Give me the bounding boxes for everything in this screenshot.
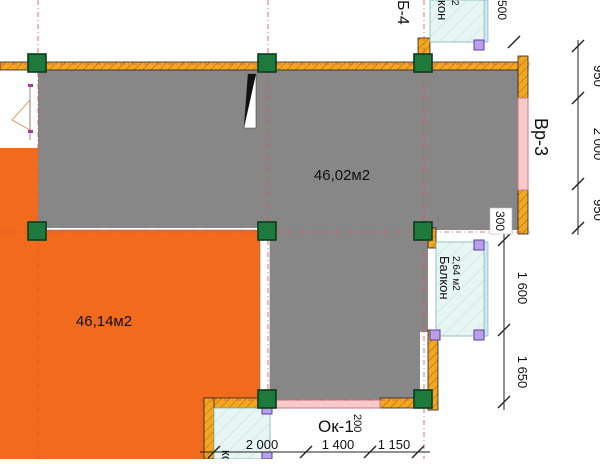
dim-right-inner-t1 [497, 233, 511, 247]
balcony-right-label: Балкон [437, 256, 452, 300]
dim-wall-right-box [489, 207, 513, 235]
balcony-top-area-label: 2 [449, 0, 460, 6]
balcony-right-rail [483, 241, 489, 337]
wall-bottom-left-v [203, 397, 215, 460]
dim-bottom-t3 [363, 445, 377, 459]
dim-bottom-small: 200 [351, 414, 363, 432]
dim-right-top-t [507, 35, 521, 49]
balcony-top-label: кон [435, 0, 450, 20]
balcony-post-1 [473, 39, 485, 51]
column-4 [27, 221, 47, 241]
dim-right-outer-3: 950 [591, 199, 600, 221]
balcony-post-3 [473, 329, 485, 341]
room-left-area: 46,14м2 [76, 313, 132, 330]
dim-bottom-3: 1 150 [378, 437, 411, 452]
room-left-fill [0, 148, 38, 459]
column-5 [257, 221, 277, 241]
dim-right-inner-1: 1 600 [515, 272, 530, 305]
column-8 [413, 389, 433, 409]
left-door-mark-2 [28, 130, 33, 133]
balcony-right-area [435, 241, 487, 337]
dim-bottom-t2 [299, 445, 313, 459]
dim-top-small: 500 [495, 0, 509, 20]
balcony-post-4 [429, 329, 441, 341]
dim-right-inner-2: 1 650 [515, 356, 530, 389]
column-2 [257, 53, 277, 73]
vent-shaft-dark [244, 74, 256, 128]
left-door-swing [11, 98, 31, 131]
room-left-partition-v [259, 227, 271, 399]
balcony-bottom-label: кон [219, 450, 234, 459]
dim-bottom-2: 1 400 [322, 437, 355, 452]
column-1 [27, 53, 47, 73]
partial-top-label: Б-4 [394, 0, 411, 25]
door-vr3-label: Вр-3 [531, 118, 551, 156]
dim-right-outer-t3 [571, 177, 585, 191]
balcony-bottom-area [213, 407, 271, 460]
column-3 [413, 53, 433, 73]
column-7 [257, 389, 277, 409]
balcony-top-rail [483, 0, 489, 43]
room-main-area: 46,02м2 [314, 167, 370, 184]
dim-bottom-t4 [411, 445, 425, 459]
dim-right-outer-t2 [571, 91, 585, 105]
door-vr3-glass [517, 97, 529, 191]
dim-wall-right: 300 [493, 211, 507, 231]
dim-right-inner-t3 [497, 395, 511, 409]
window-ok1-label: Ок-1 [318, 417, 354, 436]
balcony-post-6 [261, 451, 273, 460]
dim-right-outer-1: 950 [591, 65, 600, 87]
dim-right-outer-2: 2 000 [591, 128, 600, 161]
column-6 [413, 221, 433, 241]
balcony-right-area-label: 2,64 м2 [450, 256, 461, 291]
dim-right-inner-t2 [497, 323, 511, 337]
balcony-top-area [429, 0, 487, 43]
balcony-post-2 [473, 239, 485, 251]
room-main-fill [38, 68, 520, 400]
dim-bottom-t1 [207, 445, 221, 459]
dim-bottom-1: 2 000 [246, 437, 279, 452]
dim-right-outer-t4 [571, 221, 585, 235]
dim-right-outer-t1 [571, 39, 585, 53]
wall-right-upper [517, 55, 529, 99]
window-ok1-glass [275, 399, 381, 409]
left-door-mark-1 [28, 84, 33, 87]
wall-right-lower [517, 189, 529, 235]
